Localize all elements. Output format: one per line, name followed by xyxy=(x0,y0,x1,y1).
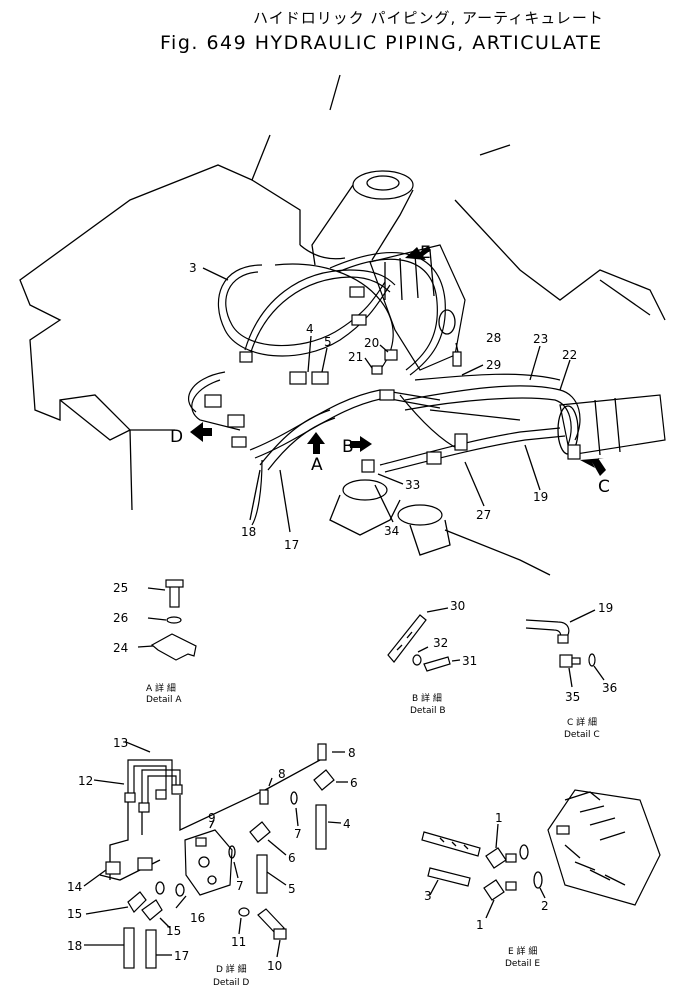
detail-d: 13 12 8 6 4 8 7 6 9 7 5 14 15 16 15 11 1… xyxy=(67,736,358,988)
callout-4-detail-d: 4 xyxy=(343,817,351,831)
callout-10: 10 xyxy=(267,959,282,973)
figure-title: Fig. 649 HYDRAULIC PIPING, ARTICULATE xyxy=(160,32,603,54)
callout-12: 12 xyxy=(78,774,93,788)
callout-30: 30 xyxy=(450,599,465,613)
main-leader-lines xyxy=(202,267,571,533)
callout-15-lower: 15 xyxy=(166,924,181,938)
detail-c-caption-jp: C 詳 細 xyxy=(567,716,597,728)
callout-23: 23 xyxy=(533,332,548,346)
detail-b-caption: Detail B xyxy=(410,706,446,716)
callout-17: 17 xyxy=(284,538,299,552)
callout-7: 7 xyxy=(294,827,302,841)
machine-frame-outline xyxy=(19,74,666,576)
callout-13: 13 xyxy=(113,736,128,750)
detail-b-caption-jp: B 詳 細 xyxy=(412,692,442,704)
callout-19-detail-c: 19 xyxy=(598,601,613,615)
callout-28: 28 xyxy=(486,331,501,345)
detail-d-caption: Detail D xyxy=(213,978,249,988)
callout-35: 35 xyxy=(565,690,580,704)
callout-21: 21 xyxy=(348,350,363,364)
callout-24: 24 xyxy=(113,641,128,655)
main-view-fittings xyxy=(204,286,581,473)
view-arrows xyxy=(190,246,606,476)
callout-32: 32 xyxy=(433,636,448,650)
callout-3-detail-e: 3 xyxy=(424,889,432,903)
callout-31: 31 xyxy=(462,654,477,668)
callout-18-detail-d: 18 xyxy=(67,939,82,953)
callout-5: 5 xyxy=(324,335,332,349)
callout-8-lower: 8 xyxy=(278,767,286,781)
callout-22: 22 xyxy=(562,348,577,362)
callout-11: 11 xyxy=(231,935,246,949)
callout-14: 14 xyxy=(67,880,82,894)
callout-16: 16 xyxy=(190,911,205,925)
arrow-label-a: A xyxy=(311,455,323,475)
arrow-label-c: C xyxy=(598,477,610,497)
callout-7-lower: 7 xyxy=(236,879,244,893)
callout-33: 33 xyxy=(405,478,420,492)
pivot-column xyxy=(299,170,414,266)
callout-34: 34 xyxy=(384,524,399,538)
arrow-label-e: E xyxy=(420,243,431,263)
callout-9: 9 xyxy=(208,811,216,825)
callout-8: 8 xyxy=(348,746,356,760)
callout-27: 27 xyxy=(476,508,491,522)
control-valve-block xyxy=(369,244,466,371)
callout-29: 29 xyxy=(486,358,501,372)
detail-c: 19 35 36 C 詳 細 Detail C xyxy=(525,601,617,740)
detail-a: 25 26 24 A 詳 細 Detail A xyxy=(113,579,197,705)
callout-19: 19 xyxy=(533,490,548,504)
callout-3: 3 xyxy=(189,261,197,275)
detail-e-caption: Detail E xyxy=(505,959,540,969)
detail-c-caption: Detail C xyxy=(564,730,600,740)
figure-title-japanese: ハイドロリック パイピング, アーティキュレート xyxy=(253,9,604,27)
callout-5-detail-d: 5 xyxy=(288,882,296,896)
callout-17-detail-d: 17 xyxy=(174,949,189,963)
hydraulic-hose-bundle xyxy=(188,252,581,526)
detail-a-caption: Detail A xyxy=(146,695,182,705)
callout-36: 36 xyxy=(602,681,617,695)
detail-b: 30 32 31 B 詳 細 Detail B xyxy=(387,599,477,716)
detail-a-caption-jp: A 詳 細 xyxy=(146,682,176,694)
callout-25: 25 xyxy=(113,581,128,595)
callout-1: 1 xyxy=(495,811,503,825)
callout-26: 26 xyxy=(113,611,128,625)
lower-hinge xyxy=(329,479,451,556)
callout-6-lower: 6 xyxy=(288,851,296,865)
callout-18: 18 xyxy=(241,525,256,539)
arrow-label-d: D xyxy=(170,427,183,447)
main-view: E D A B C 3 4 5 20 21 28 29 23 xyxy=(19,74,666,576)
detail-e-caption-jp: E 詳 細 xyxy=(508,945,537,957)
callout-1-lower: 1 xyxy=(476,918,484,932)
callout-6: 6 xyxy=(350,776,358,790)
callout-4: 4 xyxy=(306,322,314,336)
detail-e: 1 2 3 1 E 詳 細 Detail E xyxy=(421,789,661,969)
callout-20: 20 xyxy=(364,336,379,350)
detail-d-caption-jp: D 詳 細 xyxy=(216,963,247,975)
callout-2: 2 xyxy=(541,899,549,913)
callout-15: 15 xyxy=(67,907,82,921)
arrow-label-b: B xyxy=(342,437,354,457)
